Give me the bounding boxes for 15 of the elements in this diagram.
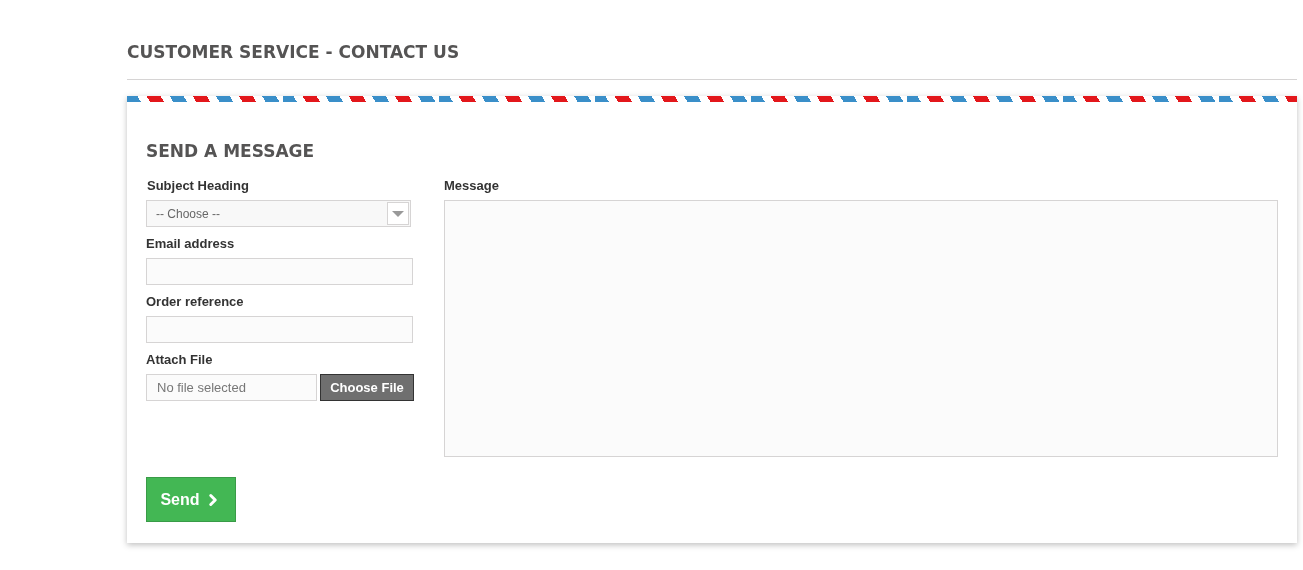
input-field xyxy=(146,258,413,285)
field-label: Email address xyxy=(146,235,235,253)
message-card xyxy=(127,96,1297,543)
input-field xyxy=(146,316,413,343)
message-textarea xyxy=(444,200,1278,457)
page-heading: CUSTOMER SERVICE - CONTACT US xyxy=(127,41,460,64)
field-label: Message xyxy=(444,177,499,195)
field-label: Order reference xyxy=(146,293,244,311)
file-name-field: No file selected xyxy=(146,374,317,401)
field-label: Subject Heading xyxy=(147,177,249,195)
field-label: Attach File xyxy=(146,351,213,369)
choose-file-button: Choose File xyxy=(320,374,414,401)
send-button: Send xyxy=(146,477,236,522)
card-heading: SEND A MESSAGE xyxy=(146,140,315,163)
select-field: -- Choose -- xyxy=(146,200,411,227)
